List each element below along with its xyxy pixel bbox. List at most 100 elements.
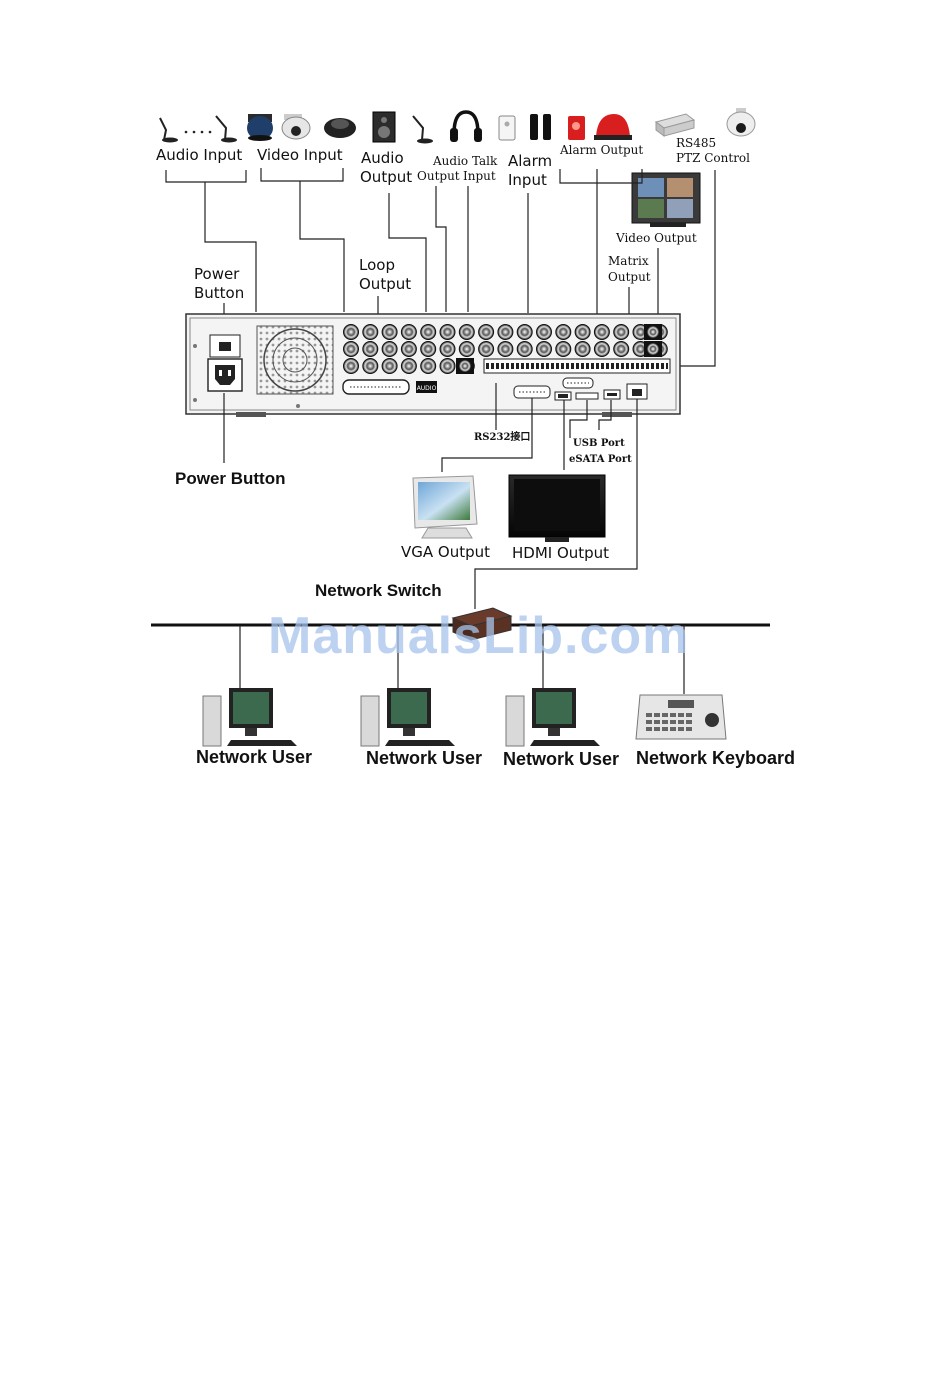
loop-output-label-line2: Output: [359, 275, 412, 293]
connection-lines: [223, 383, 638, 609]
loop-output-label-line1: Loop: [359, 256, 395, 274]
ptz-control-label: PTZ Control: [676, 151, 750, 165]
video-output-label: Video Output: [616, 231, 697, 245]
keyboard-key: [646, 720, 652, 724]
bnc-connector: [593, 324, 610, 340]
keyboard-key: [686, 727, 692, 731]
keyboard-key: [678, 727, 684, 731]
keyboard-key: [662, 727, 668, 731]
audio-talk-output-label: Output: [417, 169, 460, 183]
keyboard-key: [654, 720, 660, 724]
network-keyboard-label: Network Keyboard: [636, 748, 796, 768]
bnc-connector: [400, 358, 417, 374]
keyboard-key: [678, 713, 684, 717]
door-sensor-icon: [530, 114, 551, 140]
vga-monitor-icon: [412, 475, 478, 539]
bnc-connector: [555, 341, 572, 357]
bnc-connector: [647, 326, 659, 338]
headphones-icon: [450, 110, 482, 142]
vga-output-label: VGA Output: [401, 543, 491, 561]
keyboard-key: [646, 727, 652, 731]
power-button-bottom-label: Power Button: [175, 469, 286, 488]
bnc-connector: [381, 324, 398, 340]
motion-sensor-icon: [498, 115, 516, 141]
network-user-pc-icon: [202, 688, 297, 747]
bnc-connector: [439, 358, 456, 374]
bnc-connector: [420, 324, 437, 340]
video-input-label: Video Input: [257, 146, 343, 164]
vga-port-icon: [513, 385, 551, 399]
speed-dome-camera-icon: [281, 114, 311, 140]
keyboard-key: [662, 720, 668, 724]
rs485-label: RS485: [676, 136, 717, 150]
hdmi-port-icon: [554, 391, 572, 401]
audio-talk-label: Audio Talk: [433, 154, 498, 168]
power-switch-icon: [209, 334, 241, 358]
usb-port-label: USB Port: [573, 438, 625, 449]
network-user-label: Network User: [366, 748, 483, 768]
bnc-connector: [362, 324, 379, 340]
power-socket-icon: [207, 358, 243, 392]
power-button-top-label-line2: Button: [194, 284, 245, 302]
microphone-icon: [215, 115, 237, 143]
network-user-pc-icon: [505, 688, 600, 747]
bnc-connector: [343, 341, 359, 357]
network-user-label: Network User: [503, 749, 620, 769]
bnc-connector: [497, 324, 514, 340]
network-user-pc-icon: [360, 688, 455, 747]
keyboard-key: [654, 713, 660, 717]
network-switch-icon: [451, 607, 513, 641]
dome-camera-icon: [324, 118, 356, 138]
esata-port-icon: [575, 392, 599, 400]
bnc-connector: [381, 341, 398, 357]
keyboard-key: [686, 720, 692, 724]
rs232-port-icon: [562, 377, 594, 389]
bnc-connector: [478, 341, 495, 357]
bracket: [165, 168, 643, 184]
bnc-connector: [574, 324, 591, 340]
keyboard-key: [654, 727, 660, 731]
keyboard-key: [670, 713, 676, 717]
audio-db-connector: AUDIO: [342, 379, 437, 395]
bnc-connector: [362, 358, 379, 374]
dots-icon: [184, 130, 212, 134]
network-port-icon: [626, 383, 648, 400]
hdmi-tv-icon: [508, 474, 606, 542]
microphone-icon: [159, 117, 178, 143]
audio-output-label-line2: Output: [360, 168, 413, 186]
bnc-connector: [555, 324, 572, 340]
bnc-connector: [362, 341, 379, 357]
keyboard-key: [678, 720, 684, 724]
matrix-output-label-line1: Matrix: [608, 254, 649, 268]
bnc-connector: [458, 324, 475, 340]
bnc-connector: [613, 341, 630, 357]
alarm-terminal-block: [483, 358, 671, 374]
bnc-connector: [647, 343, 659, 355]
bnc-connector: [439, 341, 456, 357]
matrix-output-label-line2: Output: [608, 270, 651, 284]
panel-audio-label: AUDIO: [417, 385, 437, 392]
connection-lines: [239, 625, 685, 694]
audio-input-label: Audio Input: [156, 146, 243, 164]
bnc-connector: [381, 358, 398, 374]
usb-port-icon: [603, 389, 621, 400]
bnc-connector: [420, 341, 437, 357]
alarm-input-label-line1: Alarm: [508, 152, 553, 170]
bnc-connector: [536, 341, 552, 357]
watermark: ManualsLib.com: [268, 607, 690, 665]
keyboard-key: [646, 713, 652, 717]
esata-port-label: eSATA Port: [569, 454, 632, 465]
network-switch-label: Network Switch: [315, 581, 442, 600]
ptz-decoder-icon: [654, 113, 696, 137]
bnc-connector: [343, 358, 359, 374]
hdmi-output-label: HDMI Output: [512, 544, 610, 562]
alarm-light-icon: [568, 116, 585, 140]
keyboard-key: [670, 727, 676, 731]
bnc-connector: [613, 324, 630, 340]
bnc-connector: [516, 341, 533, 357]
audio-talk-input-label: Input: [463, 169, 496, 183]
bnc-connector: [574, 341, 591, 357]
bnc-connector: [459, 360, 471, 372]
bnc-connector: [439, 324, 456, 340]
